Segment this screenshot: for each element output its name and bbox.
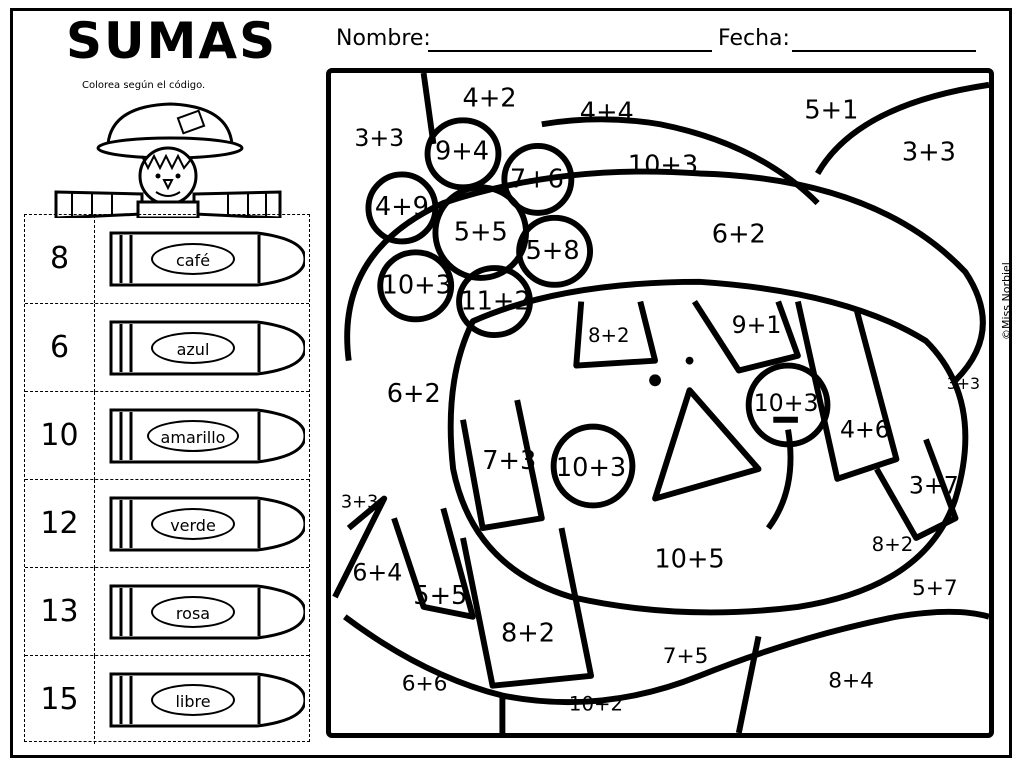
scarecrow-illustration xyxy=(54,102,282,218)
sum-label: 9+4 xyxy=(435,137,489,167)
legend-row: 15 libre xyxy=(25,655,309,744)
crayon-color-label: libre xyxy=(151,684,235,716)
sum-label: 5+8 xyxy=(526,236,580,266)
sum-label: 8+2 xyxy=(872,533,914,556)
sum-label: 6+6 xyxy=(402,672,448,697)
sum-label: 3+7 xyxy=(909,472,959,500)
fecha-field[interactable] xyxy=(792,50,976,52)
sum-label: 8+4 xyxy=(828,669,874,694)
sum-label: 10+3 xyxy=(754,389,819,417)
worksheet-frame xyxy=(10,8,1012,758)
legend-number: 10 xyxy=(25,392,95,480)
sum-label: 7+6 xyxy=(510,164,564,194)
scarecrow-outline: 4+2 4+4 5+1 3+3 9+4 7+6 10+3 3+3 4+9 5+5… xyxy=(332,73,989,733)
page-title: SUMAS xyxy=(66,12,278,70)
sum-label: 10+3 xyxy=(556,453,626,483)
sum-label: 6+2 xyxy=(712,219,766,249)
sum-label: 7+5 xyxy=(663,644,709,669)
nombre-field[interactable] xyxy=(428,50,712,52)
legend-row: 13 rosa xyxy=(25,567,309,656)
crayon-color-label: azul xyxy=(151,332,235,364)
color-by-number-picture: 4+2 4+4 5+1 3+3 9+4 7+6 10+3 3+3 4+9 5+5… xyxy=(326,68,994,738)
sum-label: 10+3 xyxy=(628,150,698,180)
legend-number: 12 xyxy=(25,480,95,568)
color-code-legend: 8 café 6 azul 10 amarillo 12 verde 13 ro… xyxy=(24,214,310,744)
crayon-icon: verde xyxy=(107,494,307,554)
sum-label: 6+2 xyxy=(387,379,441,409)
crayon-icon: rosa xyxy=(107,582,307,642)
sum-label: 10+3 xyxy=(382,271,452,301)
crayon-color-label: verde xyxy=(151,508,235,540)
nombre-label: Nombre: xyxy=(336,26,431,51)
legend-number: 8 xyxy=(25,215,95,303)
sum-label: 9+1 xyxy=(732,311,782,339)
sum-label: 3+3 xyxy=(341,492,378,512)
crayon-icon: café xyxy=(107,229,307,289)
sum-label: 10+2 xyxy=(569,692,623,715)
sum-label: 3+3 xyxy=(947,374,980,393)
crayon-color-label: rosa xyxy=(151,596,235,628)
sum-label: 5+5 xyxy=(454,217,508,247)
sum-label: 5+7 xyxy=(912,576,958,601)
legend-row: 8 café xyxy=(25,215,309,303)
sum-label: 4+9 xyxy=(375,192,429,222)
crayon-icon: libre xyxy=(107,670,307,730)
sum-label: 11+2 xyxy=(460,286,530,316)
sum-label: 8+2 xyxy=(501,618,555,648)
crayon-color-label: café xyxy=(151,243,235,275)
sum-label: 7+3 xyxy=(482,446,536,476)
sum-label: 5+5 xyxy=(413,581,467,611)
legend-number: 6 xyxy=(25,304,95,392)
legend-row: 12 verde xyxy=(25,479,309,568)
sum-label: 3+3 xyxy=(902,138,956,168)
legend-row: 6 azul xyxy=(25,303,309,392)
sum-label: 3+3 xyxy=(354,124,404,152)
fecha-label: Fecha: xyxy=(718,26,790,51)
copyright-credit: ©Miss Norbiel xyxy=(1000,262,1013,340)
sum-label: 4+4 xyxy=(580,97,634,127)
sum-label: 10+5 xyxy=(654,544,724,574)
crayon-color-label: amarillo xyxy=(147,420,239,452)
instructions: Colorea según el código. xyxy=(82,80,206,91)
legend-number: 15 xyxy=(25,656,95,744)
legend-row: 10 amarillo xyxy=(25,391,309,480)
crayon-icon: azul xyxy=(107,318,307,378)
legend-number: 13 xyxy=(25,568,95,656)
sum-label: 4+2 xyxy=(463,84,517,114)
sum-label: 6+4 xyxy=(352,558,402,586)
sum-label: 8+2 xyxy=(588,324,630,347)
crayon-icon: amarillo xyxy=(107,406,307,466)
sum-label: 4+6 xyxy=(840,415,890,443)
sum-label: 5+1 xyxy=(804,95,858,125)
